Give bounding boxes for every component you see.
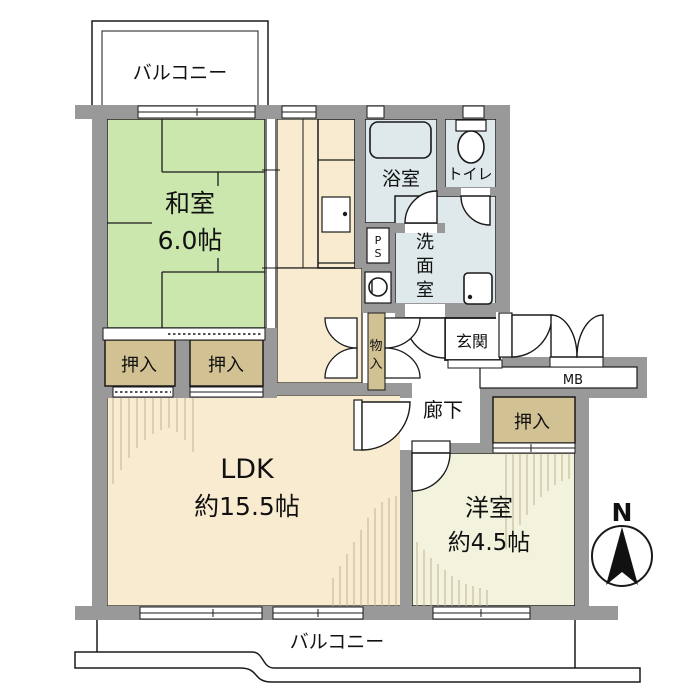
genkan-door-leaf	[498, 312, 513, 358]
wall	[277, 383, 412, 395]
closet-tracks	[102, 327, 576, 454]
balcony-bottom-rail	[74, 651, 641, 683]
washbasin-drain	[467, 294, 473, 300]
ldk-door-swing	[361, 401, 411, 451]
rouka-label: 廊下	[423, 398, 463, 422]
toilet-bowl	[457, 130, 485, 164]
bottom-windows	[139, 606, 531, 620]
washing-machine-icon	[368, 277, 388, 297]
closet-mid-label: 押入	[208, 355, 244, 376]
ps-label-char1: P	[375, 234, 382, 247]
top-windows	[137, 105, 485, 119]
hatch-ldk-bottomright	[332, 496, 397, 606]
ldk-size-label: 約15.5帖	[194, 492, 300, 521]
balcony-top-inner	[101, 30, 259, 108]
toilet-door-swing	[460, 195, 491, 226]
compass-needle-icon	[606, 527, 638, 585]
genkan-label: 玄関	[456, 332, 488, 351]
compass: N	[591, 498, 653, 587]
ldk-label: LDK	[220, 454, 275, 485]
washbasin	[463, 272, 493, 305]
wall	[92, 105, 107, 620]
closet-left	[104, 339, 176, 387]
bathtub	[369, 121, 432, 159]
bath-label: 浴室	[382, 168, 420, 190]
meter-box	[479, 366, 638, 389]
balcony-bottom	[74, 620, 641, 683]
wall	[575, 398, 589, 606]
fusuma-bg	[265, 119, 277, 328]
closet-west	[492, 396, 576, 444]
toilet-label: トイレ	[447, 165, 492, 183]
entrance-sill	[549, 356, 604, 368]
youshitsu-label: 洋室	[465, 494, 513, 522]
compass-north-label: N	[612, 498, 633, 527]
monoire-label-char2: 入	[369, 357, 382, 372]
wall	[437, 105, 445, 196]
balcony-top-label: バルコニー	[133, 62, 228, 84]
bath-door-gap	[405, 224, 437, 233]
balcony-bottom-label: バルコニー	[290, 631, 385, 653]
monoire-door	[324, 347, 358, 379]
wall	[480, 388, 493, 443]
washitsu-size-label: 6.0帖	[158, 226, 223, 255]
tatami-lines	[107, 119, 265, 328]
toilet-tank	[455, 119, 487, 132]
washroom-label-char2: 面	[416, 256, 434, 277]
window	[366, 105, 385, 119]
windows	[102, 105, 604, 620]
kitchen-floor	[276, 118, 356, 269]
ps-label-char2: S	[375, 247, 382, 260]
closet-track-bottom-left	[112, 386, 174, 398]
closet-left-label: 押入	[121, 355, 157, 376]
hatch-ldk-topleft	[112, 398, 194, 484]
ldk-door-leaf	[353, 399, 363, 451]
youshitsu-door-swing	[411, 452, 451, 492]
living-floor	[106, 394, 403, 607]
doors	[324, 188, 604, 492]
toilet-door-gap	[461, 188, 490, 196]
fusuma-track	[262, 119, 280, 328]
sink-knob	[342, 211, 348, 217]
balcony-top	[91, 20, 269, 108]
wall	[480, 388, 647, 398]
washroom-label-char3: 室	[416, 280, 434, 301]
washroom-label-char1: 洗	[416, 232, 434, 253]
closet-mid	[189, 339, 264, 387]
wall	[496, 105, 510, 313]
entrance-double-door-right	[576, 314, 604, 358]
bath-door-swing	[404, 190, 438, 224]
monoire-door	[384, 347, 421, 379]
wall	[412, 443, 493, 453]
floor-hatching	[112, 398, 570, 606]
hatch-youshitsu-top	[505, 453, 570, 549]
monoire-label-char1: 物	[369, 339, 382, 354]
wall	[355, 105, 365, 268]
mb-label: MB	[563, 373, 583, 388]
hatch-youshitsu-bottom	[416, 542, 488, 606]
labels: バルコニー バルコニー 和室 6.0帖 LDK 約15.5帖 洋室 約4.5帖 …	[121, 62, 583, 653]
fixtures	[364, 119, 493, 305]
youshitsu-door-leaf	[411, 440, 451, 454]
wall	[637, 357, 647, 398]
pipe-space-box	[366, 227, 390, 264]
genkan-step	[447, 359, 503, 369]
window	[462, 105, 485, 119]
closet-west-label: 押入	[514, 412, 550, 433]
washitsu-label: 和室	[165, 189, 215, 218]
washroom-door-gap	[405, 304, 445, 317]
closets	[104, 312, 576, 444]
youshitsu-size-label: 約4.5帖	[448, 530, 531, 556]
